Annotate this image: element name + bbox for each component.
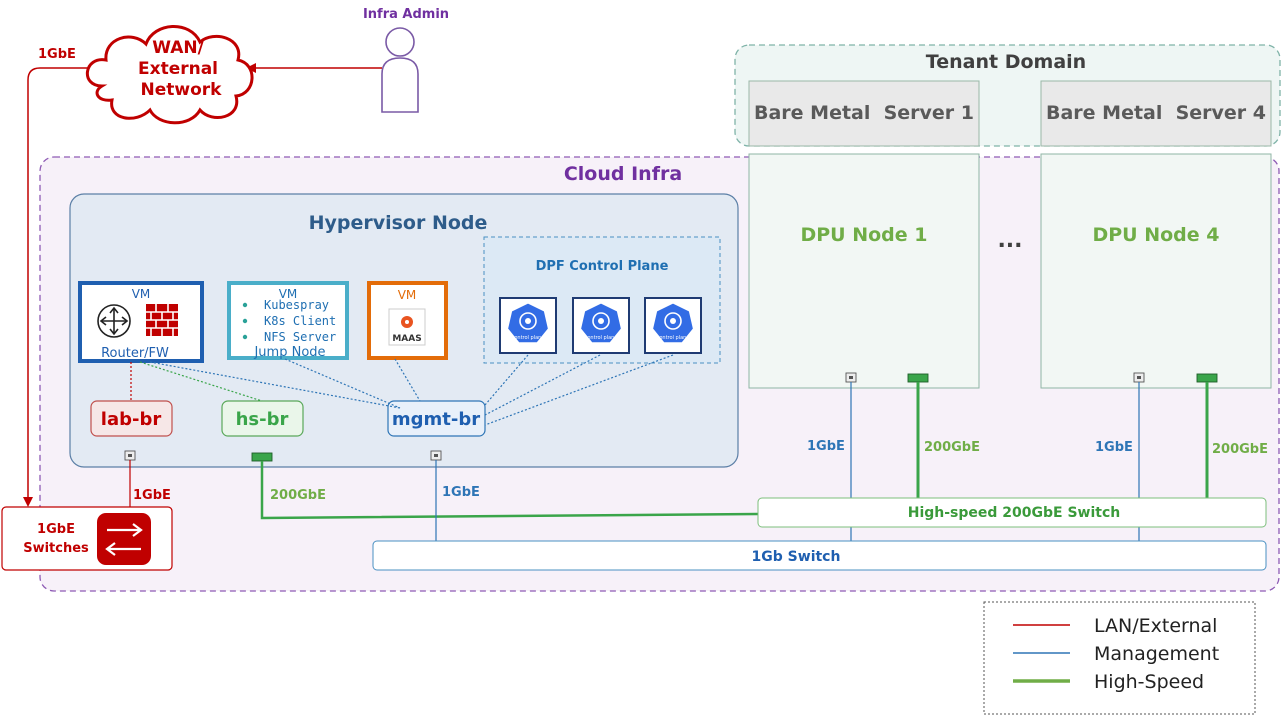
high-speed-switch-label: High-speed 200GbE Switch xyxy=(908,505,1121,521)
wan-line2: External xyxy=(138,59,218,79)
legend-label: High-Speed xyxy=(1094,671,1204,693)
lab-br-label: lab-br xyxy=(101,409,162,430)
jump-node-item: Kubespray xyxy=(264,298,329,312)
bare-metal-server-4-label: Bare Metal Server 4 xyxy=(1046,102,1266,124)
mgmt-br-bridge xyxy=(387,400,486,437)
bare-metal-server-1-label: Bare Metal Server 1 xyxy=(754,102,974,124)
legend-box xyxy=(983,601,1256,715)
bare-metal-server-4 xyxy=(1040,80,1272,147)
vm-router-fw-tag: VM xyxy=(132,287,151,301)
mgmt-link-label: 1GbE xyxy=(442,485,480,500)
hypervisor-node-title: Hypervisor Node xyxy=(309,212,488,234)
bridge-links xyxy=(130,354,674,426)
cloud-infra-title: Cloud Infra xyxy=(564,163,682,185)
vm-jump-node-tag: VM xyxy=(279,287,298,301)
bullet-icon xyxy=(242,334,248,340)
switch-icon xyxy=(97,513,151,565)
hs-port-icon xyxy=(907,373,929,383)
dpu-node-4-label: DPU Node 4 xyxy=(1092,224,1219,246)
infra-admin-label: Infra Admin xyxy=(363,7,449,22)
hs-br-bridge xyxy=(221,400,304,437)
dpu4-mgmt-link-label: 1GbE xyxy=(1095,440,1133,455)
wan-cloud-shape xyxy=(85,25,254,125)
lab-link-label: 1GbE xyxy=(133,488,171,503)
dpu-node-1-label: DPU Node 1 xyxy=(800,224,927,246)
high-speed-switch xyxy=(757,497,1267,528)
bullet-icon xyxy=(242,318,248,324)
firewall-icon xyxy=(146,304,178,336)
control-plane-icon-caption: control plane xyxy=(585,335,618,341)
bullet-icon xyxy=(242,302,248,308)
port-icon xyxy=(430,450,442,461)
vm-jump-node-label: Jump Node xyxy=(253,345,325,360)
link-wan-to-switches xyxy=(23,67,118,507)
router-icon xyxy=(97,304,131,338)
1gbe-switches-line1: 1GbE xyxy=(37,522,75,537)
dpu1-hs-link-label: 200GbE xyxy=(924,440,980,455)
control-plane-icon-caption: control plane xyxy=(512,335,545,341)
wan-line1: WAN/ xyxy=(152,38,204,58)
lab-br-bridge xyxy=(90,400,173,437)
wan-line3: Network xyxy=(141,80,223,100)
vm-jump-node xyxy=(227,281,349,360)
gb-switch xyxy=(372,540,1267,571)
hs-br-label: hs-br xyxy=(236,409,289,430)
tenant-domain-title: Tenant Domain xyxy=(926,51,1086,73)
user-icon xyxy=(381,27,419,113)
hs-link-label: 200GbE xyxy=(270,488,326,503)
control-plane-icon: control plane xyxy=(644,297,702,354)
maas-logo: MAAS xyxy=(388,308,426,346)
jump-node-item: K8s Client xyxy=(264,314,336,328)
legend-label: Management xyxy=(1094,643,1219,665)
link-hs-br-to-hs-switch xyxy=(260,461,759,520)
port-icon xyxy=(1133,372,1145,383)
bare-metal-server-1 xyxy=(748,80,980,147)
legend-label: LAN/External xyxy=(1094,615,1217,637)
hs-port-icon xyxy=(1196,373,1218,383)
dpf-control-plane-title: DPF Control Plane xyxy=(536,259,669,274)
vm-router-fw-label: Router/FW xyxy=(101,346,169,361)
mgmt-br-label: mgmt-br xyxy=(392,409,480,430)
hs-port-icon xyxy=(251,452,273,462)
ellipsis: ... xyxy=(997,228,1022,253)
dpu-node-4 xyxy=(1040,153,1272,389)
dpu-node-1 xyxy=(748,153,980,389)
1gbe-switches-line2: Switches xyxy=(23,541,89,556)
wan-link-label: 1GbE xyxy=(38,47,76,62)
gb-switch-label: 1Gb Switch xyxy=(752,549,841,565)
control-plane-icon: control plane xyxy=(572,297,630,354)
control-plane-icon: control plane xyxy=(499,297,557,354)
vm-maas-tag: VM xyxy=(398,288,417,302)
port-icon xyxy=(124,450,136,461)
dpu4-hs-link-label: 200GbE xyxy=(1212,442,1268,457)
control-plane-icon-caption: control plane xyxy=(657,335,690,341)
dpu1-mgmt-link-label: 1GbE xyxy=(807,439,845,454)
port-icon xyxy=(845,372,857,383)
vm-maas-label: MAAS xyxy=(392,334,421,344)
jump-node-item: NFS Server xyxy=(264,330,336,344)
